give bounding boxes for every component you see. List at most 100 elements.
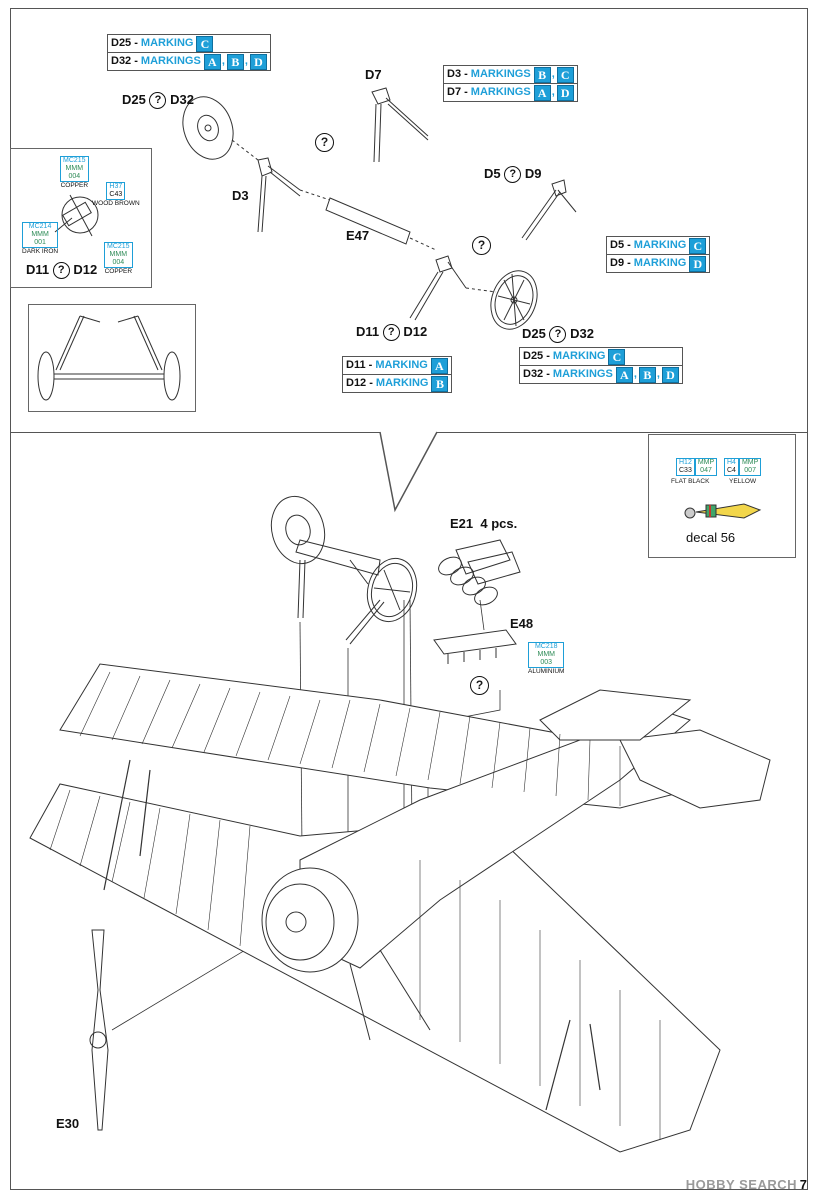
watermark: HOBBY SEARCH	[685, 1177, 797, 1192]
paint-yellow-name: YELLOW	[729, 478, 757, 485]
marking-word: MARKING	[140, 37, 194, 49]
question-icon: ?	[52, 262, 70, 280]
label-d11-d12: D11 ? D12	[356, 324, 427, 342]
undercarriage-front-view-box	[28, 304, 196, 412]
engine-detail-box	[10, 148, 152, 288]
marking-part: D12	[346, 377, 367, 389]
question-icon: ?	[149, 92, 167, 110]
lower-wing	[29, 783, 721, 1153]
label-d25-d32-top: D25 ? D32	[122, 92, 194, 110]
marking-word: MARKINGS	[140, 55, 201, 67]
marking-word: MARKINGS	[470, 86, 531, 98]
marking-part: D7	[447, 86, 462, 98]
marking-badge: C	[196, 35, 214, 52]
label-d5-d9: D5 ? D9	[484, 166, 542, 184]
marking-dash: -	[461, 68, 468, 80]
marking-dash: -	[624, 239, 631, 251]
marking-word: MARKING	[375, 377, 429, 389]
marking-part: D11	[346, 359, 366, 371]
marking-word: MARKING	[552, 350, 606, 362]
question-icon: ?	[504, 166, 522, 184]
marking-dash: -	[543, 350, 550, 362]
marking-part: D25	[523, 350, 544, 362]
marking-separator: ,	[551, 86, 555, 98]
label-d7: D7	[365, 67, 382, 82]
question-icon: ?	[315, 133, 334, 152]
marking-part: D5	[610, 239, 625, 251]
bomb-detail-box	[648, 434, 796, 558]
marking-badge: A	[615, 366, 633, 383]
marking-part: D3	[447, 68, 462, 80]
marking-badge: B	[431, 375, 449, 392]
marking-dash: -	[131, 37, 138, 49]
question-icon: ?	[472, 236, 491, 255]
marking-part: D32	[111, 55, 132, 67]
marking-dash: -	[131, 55, 138, 67]
label-d11-d12-inset: D11 ? D12	[26, 262, 97, 280]
label-e30: E30	[56, 1116, 80, 1131]
question-icon: ?	[382, 324, 400, 342]
marking-separator: ,	[244, 55, 248, 67]
marking-badge: B	[638, 366, 656, 383]
marking-part: D9	[610, 257, 625, 269]
page-number: 7	[799, 1177, 807, 1192]
marking-badge: D	[689, 255, 707, 272]
marking-badge: D	[249, 53, 267, 70]
question-icon: ?	[549, 326, 567, 344]
marking-word: MARKINGS	[552, 368, 613, 380]
wheel-top-left	[182, 96, 234, 160]
marking-word: MARKING	[633, 257, 687, 269]
marking-word: MARKINGS	[470, 68, 531, 80]
marking-badge: B	[533, 66, 551, 83]
label-d3: D3	[232, 188, 249, 203]
marking-dash: -	[461, 86, 468, 98]
label-e47: E47	[346, 228, 370, 243]
marking-badge: D	[661, 366, 679, 383]
marking-separator: ,	[656, 368, 660, 380]
marking-dash: -	[543, 368, 550, 380]
marking-part: D32	[523, 368, 544, 380]
marking-separator: ,	[551, 68, 555, 80]
marking-badge: C	[608, 348, 626, 365]
marking-badge: D	[556, 84, 574, 101]
label-e48: E48	[510, 616, 534, 631]
label-d25-d32-wheel: D25 ? D32	[522, 326, 594, 344]
marking-dash: -	[624, 257, 631, 269]
marking-separator: ,	[633, 368, 637, 380]
marking-part: D25	[111, 37, 132, 49]
marking-word: MARKING	[375, 359, 428, 371]
bomb-rack	[438, 539, 521, 606]
marking-dash: -	[366, 377, 373, 389]
marking-word: MARKING	[633, 239, 687, 251]
marking-badge: C	[689, 237, 707, 254]
paint-flat-black-name: FLAT BLACK	[671, 478, 710, 485]
marking-badge: A	[533, 84, 551, 101]
page-frame	[10, 8, 808, 1190]
marking-badge: B	[226, 53, 244, 70]
marking-separator: ,	[221, 55, 225, 67]
marking-badge: C	[556, 66, 574, 83]
marking-badge: A	[430, 357, 448, 374]
